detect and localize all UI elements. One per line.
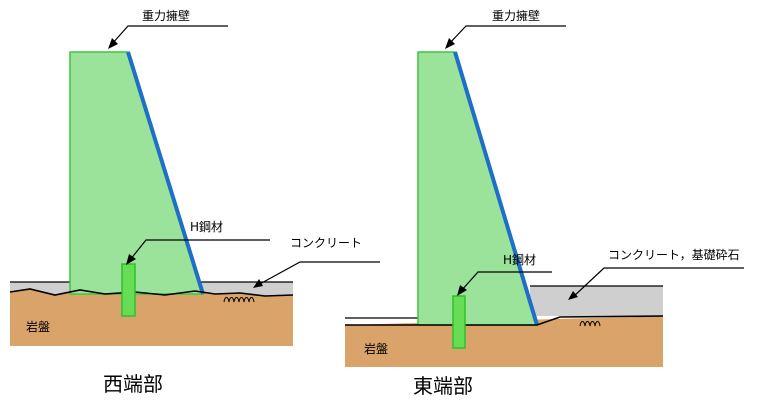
east-concrete-leader — [572, 267, 744, 298]
east-steel-arrow — [457, 285, 467, 296]
east-gravel-icon — [579, 321, 601, 327]
west-wall-label: 重力擁壁 — [142, 8, 190, 23]
east-rock-label: 岩盤 — [364, 341, 388, 356]
east-steel-leader — [460, 271, 552, 292]
west-steel-arrow — [126, 254, 136, 265]
east-ground-line — [345, 315, 664, 326]
east-wall-arrow — [445, 38, 455, 49]
west-caption: 西端部 — [103, 372, 163, 396]
east-wall-face — [453, 51, 539, 326]
west-gravity-wall — [69, 51, 205, 295]
west-bedrock — [10, 289, 293, 346]
west-concrete-label: コンクリート — [290, 236, 362, 250]
west-section: 重力擁壁 H鋼材 コンクリート 岩盤 西端部 — [9, 8, 380, 396]
east-bedrock — [345, 316, 663, 367]
west-gravel-icon — [223, 297, 255, 303]
east-wall-label: 重力擁壁 — [492, 8, 540, 23]
east-concrete-layer — [530, 286, 663, 316]
east-wall-leader — [448, 25, 566, 45]
east-concrete-arrow — [568, 291, 578, 300]
east-concrete-label: コンクリート，基礎砕石 — [608, 247, 740, 262]
east-caption: 東端部 — [413, 374, 473, 398]
east-gravity-wall — [417, 51, 539, 326]
west-ground-line — [9, 288, 294, 297]
west-steel-leader — [129, 239, 270, 261]
east-section: 重力擁壁 H鋼材 コンクリート，基礎砕石 岩盤 東端部 — [345, 8, 744, 398]
west-concrete-leader — [257, 261, 380, 286]
west-concrete-arrow — [253, 279, 263, 288]
east-h-steel — [452, 295, 466, 349]
west-rock-label: 岩盤 — [26, 319, 50, 334]
east-steel-label: H鋼材 — [503, 253, 536, 267]
west-h-steel — [121, 263, 136, 317]
west-wall-face — [126, 51, 205, 295]
west-wall-leader — [111, 25, 228, 45]
west-steel-label: H鋼材 — [190, 220, 223, 234]
west-wall-arrow — [108, 38, 118, 49]
